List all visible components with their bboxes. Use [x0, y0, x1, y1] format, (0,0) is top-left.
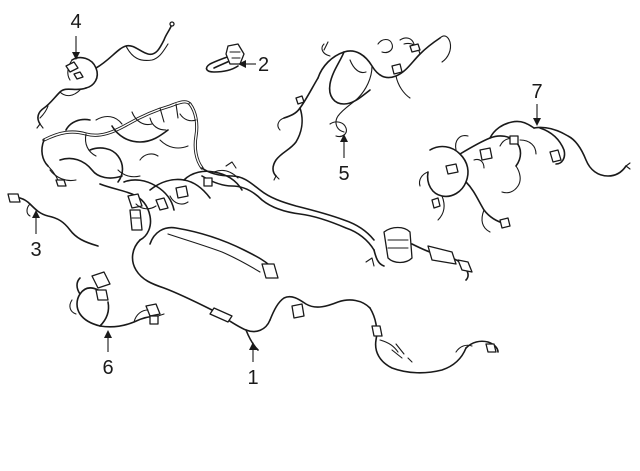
callout-7: 7 — [531, 81, 543, 126]
part-6-harness — [69, 271, 165, 328]
part-3-harness — [7, 193, 99, 247]
callout-1-label: 1 — [247, 367, 258, 389]
callout-6: 6 — [102, 330, 114, 379]
callout-6-label: 6 — [102, 357, 113, 379]
callout-7-label: 7 — [531, 81, 542, 103]
callout-4-label: 4 — [70, 11, 81, 33]
callout-5-label: 5 — [338, 163, 349, 185]
callout-4: 4 — [70, 11, 82, 60]
part-1-main-harness — [41, 100, 499, 374]
callout-2: 2 — [238, 54, 269, 76]
callout-3-label: 3 — [30, 239, 41, 261]
callout-1: 1 — [247, 342, 259, 389]
part-5-harness — [272, 35, 452, 181]
part-4-harness — [36, 21, 175, 129]
callout-5: 5 — [338, 134, 350, 185]
part-7-harness — [418, 120, 631, 233]
callout-3: 3 — [30, 210, 42, 261]
callout-2-label: 2 — [258, 54, 269, 76]
part-2-clip — [205, 43, 245, 73]
